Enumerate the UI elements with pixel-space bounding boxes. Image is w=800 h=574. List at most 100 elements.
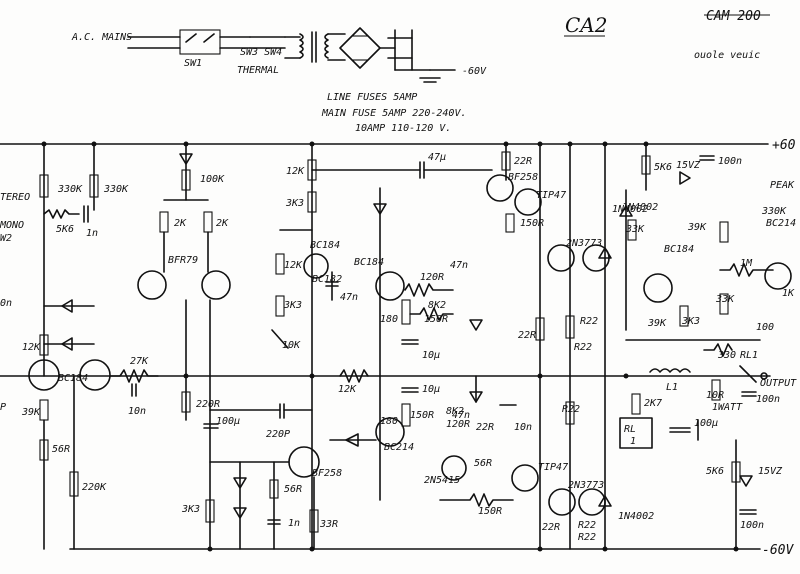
c100u-protect-label: 100µ: [694, 418, 718, 429]
rl1-label: RL1: [740, 350, 758, 361]
bridge-rectifier: [339, 27, 381, 69]
q-bc214-label: BC214: [384, 442, 414, 453]
r22r-vas-label: 22R: [476, 422, 494, 433]
r180-label: 180: [380, 314, 398, 325]
pos-rail-label: +60: [772, 138, 796, 153]
peak-label: PEAK: [770, 180, 795, 191]
c1n-input-label: 1n: [86, 228, 98, 239]
title-subnote: ouole veuic: [694, 50, 760, 61]
input-transistor-b-icon: [79, 359, 111, 391]
r10r-label: 10R: [706, 390, 724, 401]
r120r-b-label: 120R: [446, 419, 470, 430]
c100n-b-label: 100n: [756, 394, 780, 405]
sw3-sw4-label: SW3 SW4: [240, 47, 282, 58]
r39k-protect-label: 39K: [687, 222, 707, 233]
r22-right-label: R22: [562, 404, 580, 415]
r12k-input-label: 12K: [22, 342, 41, 353]
q-bc214-protect-label: BC214: [766, 218, 796, 229]
zener-lower-a-icon: [233, 477, 247, 489]
r1k-protect-label: 1K: [782, 288, 795, 299]
mono-label: MONO: [0, 220, 24, 231]
c100u-label: 100µ: [216, 416, 240, 427]
relay-contact-icon[interactable]: [739, 365, 757, 383]
r39k-b-protect-label: 39K: [647, 318, 667, 329]
r12k-fb-label: 12K: [338, 384, 357, 395]
r27k-label: 27K: [130, 356, 149, 367]
r2k7-label: 2K7: [644, 398, 662, 409]
r220r-label: 220R: [196, 399, 220, 410]
r150r-b-label: 150R: [410, 410, 434, 421]
title-ca2: CA2: [565, 13, 607, 37]
c10u-b-label: 10µ: [422, 384, 440, 395]
r33r-label: 33R: [319, 519, 338, 530]
r33k-a-label: 33K: [625, 224, 645, 235]
r22-bottom-a-label: R22: [578, 520, 596, 531]
r330k-a-label: 330K: [57, 184, 83, 195]
r22r-top-label: 22R: [514, 156, 532, 167]
bc214-protect-transistor-icon: [764, 262, 792, 290]
r330k-b-label: 330K: [103, 184, 129, 195]
tip47-upper-transistor-icon: [514, 188, 542, 216]
bfr79-left-transistor-icon: [137, 270, 167, 300]
tip47-lower-transistor-icon: [511, 464, 539, 492]
bc184-input-transistor-icon: [28, 359, 60, 391]
z15v-label: 15VZ: [676, 160, 701, 171]
junction-dots: [41, 141, 739, 552]
title-block: CA2 CAM 200 ouole veuic: [564, 9, 770, 61]
input-stage: TEREO MONO W2 0n P 330K 330K 5K6 1n 12K …: [0, 143, 159, 550]
r1m-label: 1M: [740, 258, 753, 269]
d-1n4002-lower-label: 1N4002: [618, 511, 654, 522]
q-tip47-lower-label: TIP47: [538, 462, 568, 473]
input-p-label: P: [0, 402, 6, 413]
zener-15v-icon: [679, 171, 691, 185]
r39k-label: 39K: [21, 407, 41, 418]
fuse-line3: 10AMP 110-120 V.: [355, 123, 451, 134]
1n4002-lower-diode-icon: [598, 495, 612, 507]
c47n-vas-label: 47n: [340, 292, 358, 303]
q-2n3773-lower-label: 2N3773: [568, 480, 604, 491]
q-tip47-upper-label: TIP47: [536, 190, 566, 201]
rl-box-label-2: 1: [630, 436, 636, 447]
thermal-label: THERMAL: [237, 65, 279, 76]
q-2n5415-label: 2N5415: [424, 475, 460, 486]
r3k3-protect-label: 3K3: [681, 316, 700, 327]
output-label: OUTPUT: [760, 378, 797, 389]
output-terminal-icon[interactable]: [760, 372, 768, 380]
stereo-label: TEREO: [0, 192, 30, 203]
r12k-mid-label: 12K: [284, 260, 303, 271]
r150r-label: 150R: [424, 314, 448, 325]
title-struck-note: CAM 200: [706, 9, 761, 24]
w2-label: W2: [0, 233, 12, 244]
protection-stage: 5K6 15VZ 100n 1N4002 33K PEAK 330K BC214…: [612, 143, 797, 550]
bc184-second-transistor-icon: [375, 271, 405, 301]
vas-zener-b-icon: [469, 391, 483, 403]
c100n-c-label: 100n: [740, 520, 764, 531]
r5k6-label: 5K6: [56, 224, 74, 235]
sw1-switch: [179, 29, 221, 55]
rl-box-label-1: RL: [624, 424, 636, 435]
bc184-protect-transistor-icon: [643, 273, 673, 303]
r100k-label: 100K: [200, 174, 225, 185]
q-2n3773-upper-label: 2N3773: [566, 238, 602, 249]
c100-protect-label: 100: [756, 322, 774, 333]
r330k-protect-label: 330K: [761, 206, 787, 217]
2n5415-transistor-icon: [441, 455, 467, 481]
fuse-line2: MAIN FUSE 5AMP 220-240V.: [321, 108, 467, 119]
c10u-a-label: 10µ: [422, 350, 440, 361]
ac-mains-label: A.C. MAINS: [71, 32, 132, 43]
q-bfr79-label: BFR79: [168, 255, 198, 266]
zener-lower-b-icon: [233, 507, 247, 519]
fuse-line1: LINE FUSES 5AMP: [327, 92, 417, 103]
bf258-upper-transistor-icon: [486, 174, 514, 202]
zener-15v-b-icon: [739, 475, 753, 487]
trimpot-10k-icon[interactable]: [271, 329, 289, 349]
l1-label: L1: [666, 382, 678, 393]
1n4002-upper-diode-icon: [598, 247, 612, 259]
r3k3-lower-label: 3K3: [181, 504, 200, 515]
c100n-protect-label: 100n: [718, 156, 742, 167]
r120r-label: 120R: [420, 272, 444, 283]
bfr79-right-transistor-icon: [201, 270, 231, 300]
r22r-mid-label: 22R: [518, 330, 536, 341]
